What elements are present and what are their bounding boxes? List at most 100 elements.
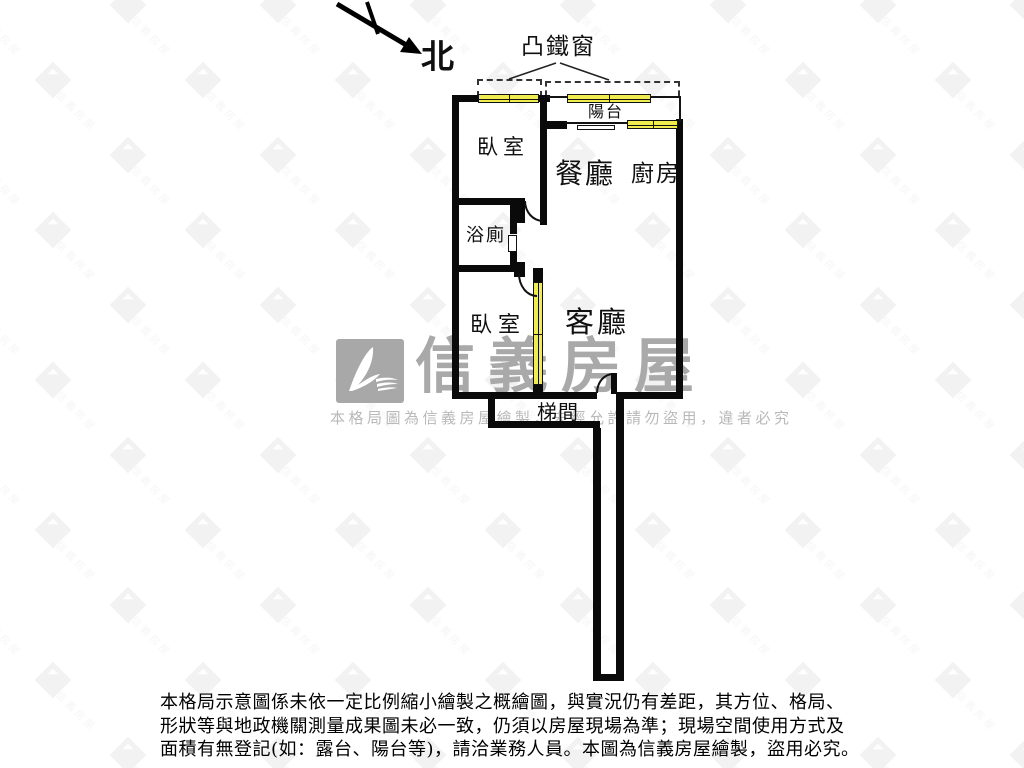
wall-segment — [488, 421, 600, 428]
window-kitchen — [627, 120, 678, 129]
watermark-tile: 信義房屋 — [30, 207, 150, 284]
watermark-tile: 信義房屋 — [105, 432, 225, 509]
watermark-tile: 信義房屋 — [255, 582, 375, 659]
north-arrow-icon — [335, 1, 610, 81]
watermark-tile: 信義房屋 — [480, 507, 600, 584]
watermark-tile: 信義房屋 — [180, 357, 300, 434]
watermark-tile: 信義房屋 — [105, 0, 225, 59]
watermark-tile: 信義房屋 — [780, 207, 900, 284]
wall-segment — [510, 205, 517, 234]
watermark-tile: 信義房屋 — [330, 207, 450, 284]
wall-segment — [616, 398, 624, 681]
door-arc-bedroom-bottom — [518, 274, 537, 297]
watermark-tile: 信義房屋 — [180, 57, 300, 134]
wall-segment — [593, 674, 624, 681]
watermark-tile: 信義房屋 — [0, 0, 75, 60]
wall-pillar — [514, 198, 525, 223]
watermark-tile: 信義房屋 — [630, 507, 750, 584]
watermark-logo-icon — [336, 339, 404, 403]
wall-segment — [543, 121, 567, 129]
wall-segment — [452, 198, 516, 205]
entrance-door-leaf — [611, 373, 617, 394]
watermark-tile: 信義房屋 — [255, 132, 375, 209]
balcony-inner-line — [565, 122, 629, 124]
disclaimer-line-3: 面積有無登記(如：露台、陽台等)，請洽業務人員。本圖為信義房屋繪製，盜用必究。 — [160, 739, 860, 760]
watermark-tile: 信義房屋 — [30, 357, 150, 434]
watermark-tile: 信義房屋 — [255, 282, 375, 359]
door-arc-hallway — [524, 201, 543, 222]
wall-segment — [452, 392, 597, 399]
room-label-bedroom-top: 臥室 — [477, 135, 529, 159]
watermark-tile: 信義房屋 — [1005, 282, 1024, 342]
watermark-tile: 信義房屋 — [780, 57, 900, 134]
balcony-rail-line — [547, 96, 568, 98]
wall-segment — [593, 428, 601, 681]
dashed-window-box-right — [545, 81, 680, 96]
watermark-tile: 信義房屋 — [0, 282, 75, 360]
north-label: 北 — [421, 37, 454, 76]
wall-segment — [452, 265, 516, 272]
watermark-tile: 信義房屋 — [705, 582, 825, 659]
disclaimer-line-1: 本格局示意圖係未依一定比例縮小繪製之概繪圖，與實況仍有差距，其方位、格局、 — [160, 692, 845, 713]
watermark-tile: 信義房屋 — [180, 507, 300, 584]
disclaimer-line-2: 形狀等與地政機關測量成果圖未必一致，仍須以房屋現場為準；現場空間使用方式及 — [160, 715, 845, 737]
watermark-tile: 信義房屋 — [30, 507, 150, 584]
wall-segment — [452, 95, 479, 102]
wall-segment — [452, 95, 459, 399]
room-label-dining: 餐廳 — [555, 157, 616, 190]
watermark-tile: 信義房屋 — [1005, 0, 1024, 42]
watermark-tile: 信義房屋 — [330, 507, 450, 584]
wall-segment — [510, 252, 517, 272]
room-label-stairwell: 梯間 — [537, 400, 579, 424]
watermark-notice-text: 本格局圖為信義房屋繪製，未經允許請勿盜用，違者必究 — [330, 409, 793, 427]
room-label-bedroom-bottom: 臥室 — [470, 313, 527, 338]
watermark-tile: 信義房屋 — [930, 507, 1024, 584]
watermark-tile: 信義房屋 — [855, 582, 975, 659]
room-label-kitchen: 廚房 — [631, 161, 681, 187]
room-label-balcony: 陽台 — [588, 102, 625, 121]
room-label-living: 客廳 — [565, 305, 630, 339]
watermark-tile: 信義房屋 — [105, 132, 225, 209]
window-balcony — [567, 94, 651, 103]
watermark-tile: 信義房屋 — [0, 582, 75, 660]
watermark-tile: 信義房屋 — [780, 357, 900, 434]
watermark-tile: 信義房屋 — [555, 582, 675, 659]
watermark-tile: 信義房屋 — [705, 432, 825, 509]
watermark-tile: 信義房屋 — [930, 657, 1024, 734]
watermark-brand-text: 信義房屋 — [415, 332, 707, 402]
watermark-tile: 信義房屋 — [630, 207, 750, 284]
watermark-tile: 信義房屋 — [705, 132, 825, 209]
iron-window-label: 凸鐵窗 — [521, 34, 596, 60]
watermark-tile: 信義房屋 — [105, 582, 225, 659]
watermark-tile: 信義房屋 — [855, 432, 975, 509]
wall-segment — [676, 119, 683, 399]
watermark-tile: 信義房屋 — [0, 732, 75, 768]
bathroom-door — [508, 235, 517, 252]
room-label-bathroom: 浴廁 — [466, 225, 506, 246]
watermark-tile: 信義房屋 — [105, 282, 225, 359]
watermark-tile: 信義房屋 — [1005, 732, 1024, 768]
window-bedroom-top — [478, 94, 539, 103]
dashed-window-box-left — [477, 79, 542, 97]
wall-segment — [616, 392, 683, 399]
watermark-tile: 信義房屋 — [1005, 432, 1024, 492]
watermark-tile: 信義房屋 — [555, 432, 675, 509]
watermark-tile: 信義房屋 — [930, 207, 1024, 284]
watermark-tile: 信義房屋 — [930, 357, 1024, 434]
watermark-tile: 信義房屋 — [0, 132, 75, 210]
window-cap — [533, 268, 543, 282]
watermark-tile: 信義房屋 — [255, 432, 375, 509]
watermark-tile: 信義房屋 — [855, 282, 975, 359]
balcony-rail-line — [679, 96, 681, 122]
disclaimer-text: 本格局示意圖係未依一定比例縮小繪製之概繪圖，與實況仍有差距，其方位、格局、 形狀… — [160, 691, 890, 762]
wall-segment — [488, 398, 495, 428]
watermark-tile: 信義房屋 — [1005, 132, 1024, 192]
watermark-tile: 信義房屋 — [30, 657, 150, 734]
sliding-door — [577, 125, 615, 130]
wall-segment — [540, 95, 547, 225]
watermark-tile: 信義房屋 — [0, 432, 75, 510]
wall-pillar — [514, 262, 525, 277]
watermark-tile: 信義房屋 — [405, 582, 525, 659]
watermark-tile: 信義房屋 — [855, 132, 975, 209]
